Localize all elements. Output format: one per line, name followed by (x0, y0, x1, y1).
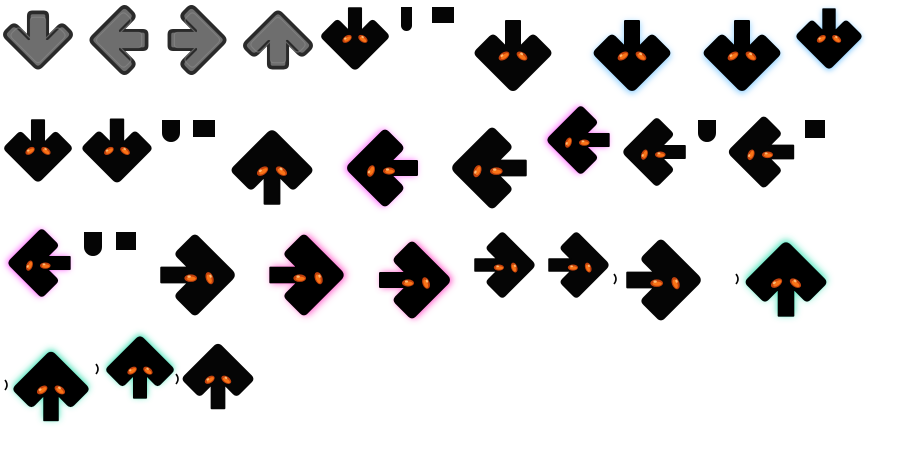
eye-icon (25, 260, 33, 271)
note-right-idle-icon (474, 232, 535, 298)
eye-icon (127, 366, 137, 375)
eye-icon (367, 165, 375, 177)
hold-piece-fragment (401, 7, 412, 32)
hold-piece-fragment (432, 7, 454, 23)
eye-icon (25, 146, 35, 155)
eye-icon (762, 151, 774, 159)
note-up-idle-icon (182, 343, 254, 410)
eye-icon (41, 146, 51, 155)
eye-icon (498, 51, 510, 61)
eye-icon (789, 278, 802, 288)
eye-icon (564, 137, 572, 148)
eye-icon (342, 34, 352, 43)
eye-icon (54, 385, 66, 395)
note-down-hold-icon (474, 20, 552, 91)
hold-tail-fragment (735, 273, 739, 285)
hold-piece-fragment (116, 232, 136, 250)
eye-icon (36, 385, 48, 395)
hold-piece-fragment (698, 120, 716, 142)
static-arrows-group (3, 5, 313, 75)
note-right-confirm-icon (269, 234, 344, 316)
note-right-confirm-icon (379, 241, 450, 319)
eye-icon (293, 274, 306, 282)
note-down-idle-icon (321, 7, 389, 70)
note-sprites-group (4, 7, 862, 422)
note-down-idle-icon (4, 119, 72, 182)
eye-icon (402, 279, 414, 287)
note-down-confirm-icon (593, 20, 671, 91)
eye-icon (205, 272, 214, 285)
note-up-confirm-icon (13, 351, 89, 422)
note-down-idle-icon (82, 118, 152, 183)
hold-piece-fragment (193, 120, 215, 137)
eye-icon (584, 262, 592, 273)
note-up-confirm-icon (106, 336, 174, 399)
eye-icon (120, 146, 130, 155)
eye-icon (832, 34, 842, 43)
sprite-fragments-group (4, 7, 825, 391)
eye-icon (770, 278, 783, 288)
arrow-right-icon (167, 5, 227, 75)
note-left-confirm-icon (347, 129, 418, 207)
eye-icon (184, 274, 197, 282)
eye-icon (40, 262, 51, 269)
note-left-confirm-icon (547, 106, 610, 174)
hold-piece-fragment (84, 232, 102, 256)
eye-icon (204, 375, 215, 384)
eye-icon (473, 165, 482, 178)
eye-icon (816, 34, 826, 43)
eye-icon (747, 149, 755, 161)
eye-icon (314, 272, 323, 285)
arrow-down-icon (3, 10, 73, 70)
arrow-up-icon (243, 10, 313, 70)
eye-icon (221, 375, 232, 384)
eye-icon (104, 146, 114, 155)
eye-icon (671, 277, 680, 290)
note-up-confirm-icon (745, 242, 827, 317)
eye-icon (358, 34, 368, 43)
eye-icon (493, 264, 504, 271)
hold-piece-fragment (805, 120, 825, 138)
eye-icon (640, 149, 648, 160)
eye-icon (617, 51, 629, 61)
note-right-idle-icon (160, 234, 235, 316)
note-right-idle-icon (626, 239, 701, 321)
eye-icon (422, 277, 430, 289)
hold-tail-fragment (4, 379, 8, 391)
eye-icon (275, 166, 288, 176)
note-left-idle-icon (452, 127, 527, 209)
arrow-left-icon (89, 5, 149, 75)
eye-icon (635, 51, 647, 61)
hold-tail-fragment (95, 363, 99, 375)
hold-tail-fragment (613, 273, 617, 285)
note-down-confirm-icon (796, 8, 862, 69)
hold-piece-fragment (162, 120, 180, 142)
note-down-confirm-icon (703, 20, 781, 91)
eye-icon (256, 166, 269, 176)
eye-icon (383, 167, 395, 175)
eye-icon (727, 51, 739, 61)
note-left-confirm-icon (8, 229, 71, 297)
eye-icon (510, 262, 518, 273)
eye-icon (745, 51, 757, 61)
note-left-idle-icon (623, 118, 686, 186)
eye-icon (650, 279, 663, 287)
eye-icon (143, 366, 153, 375)
eye-icon (579, 139, 590, 146)
eye-icon (516, 51, 528, 61)
note-left-idle-icon (728, 116, 795, 188)
hold-tail-fragment (175, 373, 179, 385)
note-right-idle-icon (548, 232, 609, 298)
note-up-idle-icon (231, 130, 313, 205)
eye-icon (490, 167, 503, 175)
eye-icon (567, 264, 578, 271)
eye-icon (655, 151, 666, 158)
